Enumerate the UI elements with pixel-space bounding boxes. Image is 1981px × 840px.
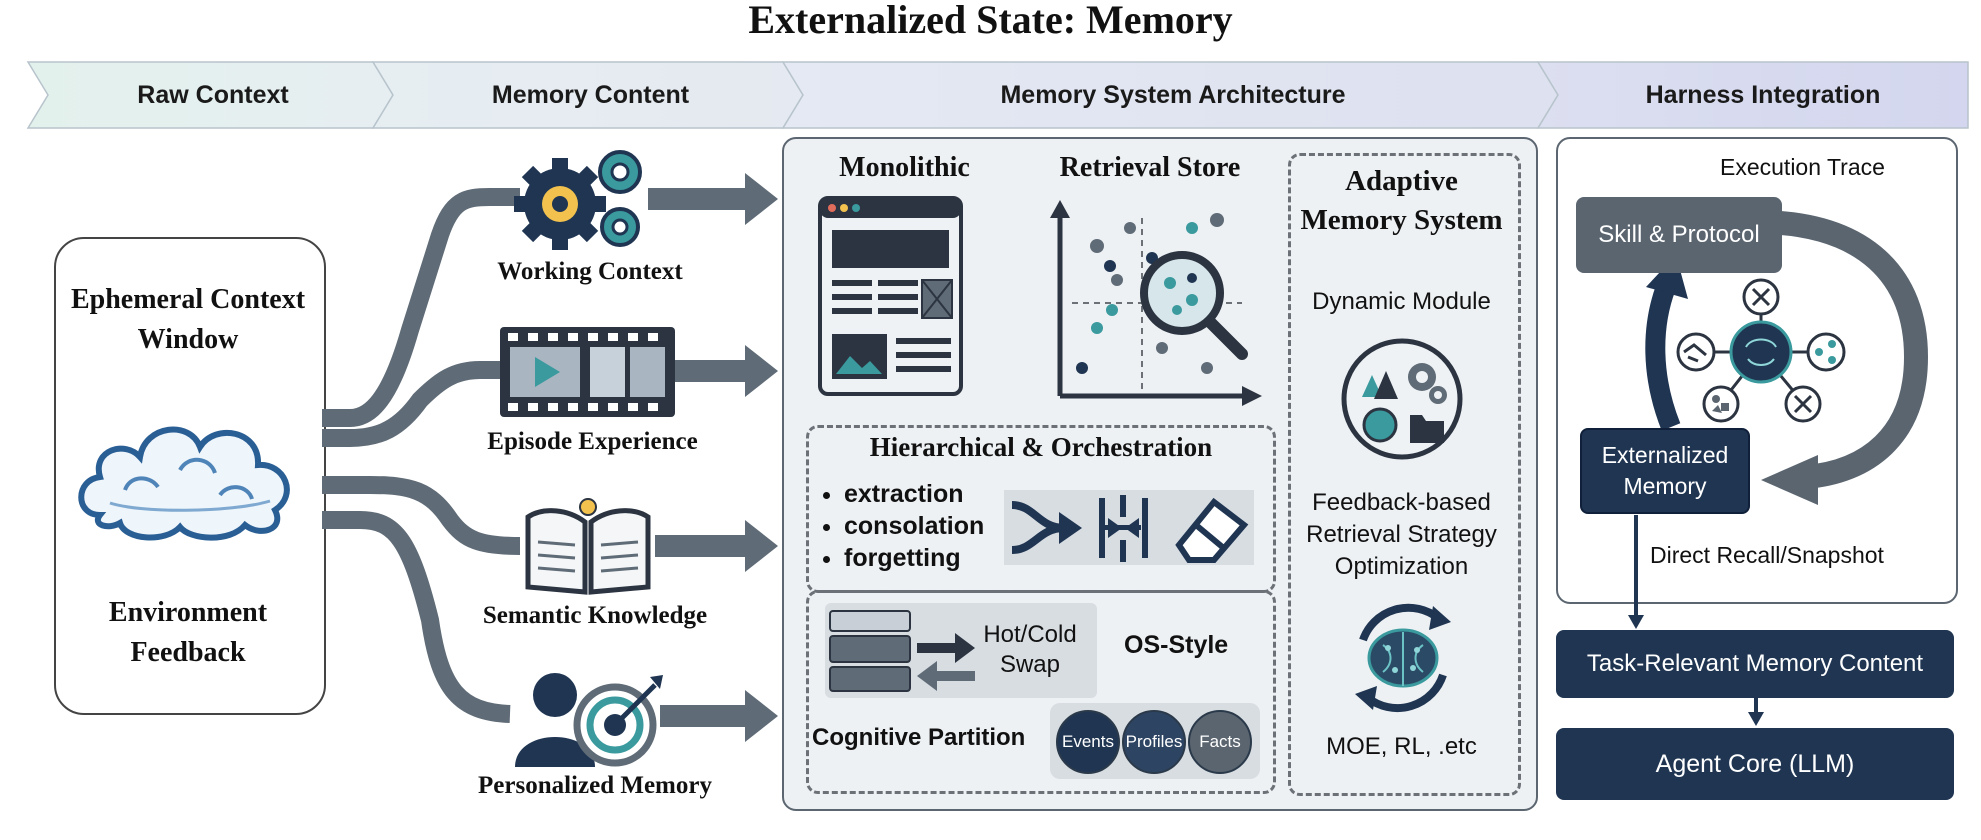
list-item: forgetting — [844, 542, 1024, 574]
hot-cold-swap-icon — [825, 603, 1097, 698]
arrow-episode — [672, 345, 778, 397]
list-item: consolation — [844, 510, 1024, 542]
os-style-box — [806, 590, 1276, 794]
dynamic-module-label: Dynamic Module — [1312, 288, 1491, 315]
personalized-memory-label: Personalized Memory — [478, 772, 712, 799]
execution-loop-arrows — [1628, 210, 1929, 629]
ephemeral-context-label: Ephemeral Context Window — [70, 284, 306, 355]
monolithic-label: Monolithic — [839, 152, 970, 183]
phase-memory-content: Memory Content — [491, 80, 690, 109]
list-item: extraction — [844, 478, 1024, 510]
task-relevant-memory-box: Task-Relevant Memory Content — [1556, 630, 1954, 698]
adaptive-title: Adaptive Memory System — [1300, 165, 1503, 236]
dynamic-module-icon — [1341, 338, 1463, 460]
open-book-icon — [525, 498, 651, 595]
skill-protocol-box: Skill & Protocol — [1576, 197, 1782, 273]
direct-recall-label: Direct Recall/Snapshot — [1650, 542, 1884, 568]
phase-raw-context: Raw Context — [137, 80, 289, 109]
flow-line-semantic — [322, 476, 521, 555]
partition-facts: Facts — [1188, 710, 1252, 774]
hierarchical-title: Hierarchical & Orchestration — [869, 432, 1213, 462]
adaptive-box — [1288, 153, 1521, 796]
merge-compress-erase-icons — [1004, 490, 1254, 565]
flow-line-episode — [322, 361, 500, 447]
arrow-semantic — [655, 520, 778, 572]
os-style-label: OS-Style — [1124, 631, 1229, 659]
cloud-icon — [78, 426, 290, 541]
phase-memory-system-architecture: Memory System Architecture — [1000, 80, 1346, 109]
retrieval-store-label: Retrieval Store — [1059, 152, 1241, 183]
arrow-down-icon — [1748, 698, 1764, 726]
scatter-search-icon — [1050, 200, 1262, 406]
film-strip-icon — [500, 327, 675, 417]
hierarchical-list: extraction consolation forgetting — [822, 478, 1024, 574]
arrow-working-context — [648, 173, 778, 225]
handshake-icon — [1676, 332, 1716, 372]
flow-line-working-context — [322, 188, 520, 427]
eraser-icon — [1175, 497, 1249, 563]
execution-trace-label: Execution Trace — [1720, 154, 1885, 180]
arrow-personalized — [660, 690, 778, 742]
page-title: Externalized State: Memory — [748, 0, 1233, 42]
person-target-icon — [515, 673, 663, 767]
context-flow-lines — [322, 173, 778, 742]
episode-experience-label: Episode Experience — [487, 428, 698, 455]
brain-cycle-icon — [1355, 603, 1451, 712]
brain-hub-icon — [1729, 320, 1793, 384]
phase-harness-integration: Harness Integration — [1645, 80, 1881, 109]
compress-icon — [1099, 495, 1148, 562]
phase-chevron-bar — [26, 61, 1969, 129]
semantic-knowledge-label: Semantic Knowledge — [482, 602, 708, 629]
agent-core-box: Agent Core (LLM) — [1556, 728, 1954, 800]
externalized-memory-box: Externalized Memory — [1580, 428, 1750, 514]
merge-icon — [1011, 501, 1082, 554]
partition-events: Events — [1056, 710, 1120, 774]
environment-feedback-label: Environment Feedback — [108, 597, 268, 668]
hot-cold-swap-label: Hot/Cold Swap — [983, 621, 1077, 678]
browser-window-icon — [818, 196, 963, 396]
feedback-optimization-label: Feedback-based Retrieval Strategy Optimi… — [1306, 489, 1497, 580]
methods-label: MOE, RL, .etc — [1326, 733, 1477, 760]
cognitive-partition-label: Cognitive Partition — [812, 724, 1026, 751]
share-icon — [1806, 332, 1846, 372]
partition-profiles: Profiles — [1122, 710, 1186, 774]
working-context-label: Working Context — [497, 258, 683, 285]
gears-icon — [514, 150, 642, 250]
flow-line-personalized — [322, 511, 511, 723]
phase-chevron-4 — [1536, 61, 1969, 129]
